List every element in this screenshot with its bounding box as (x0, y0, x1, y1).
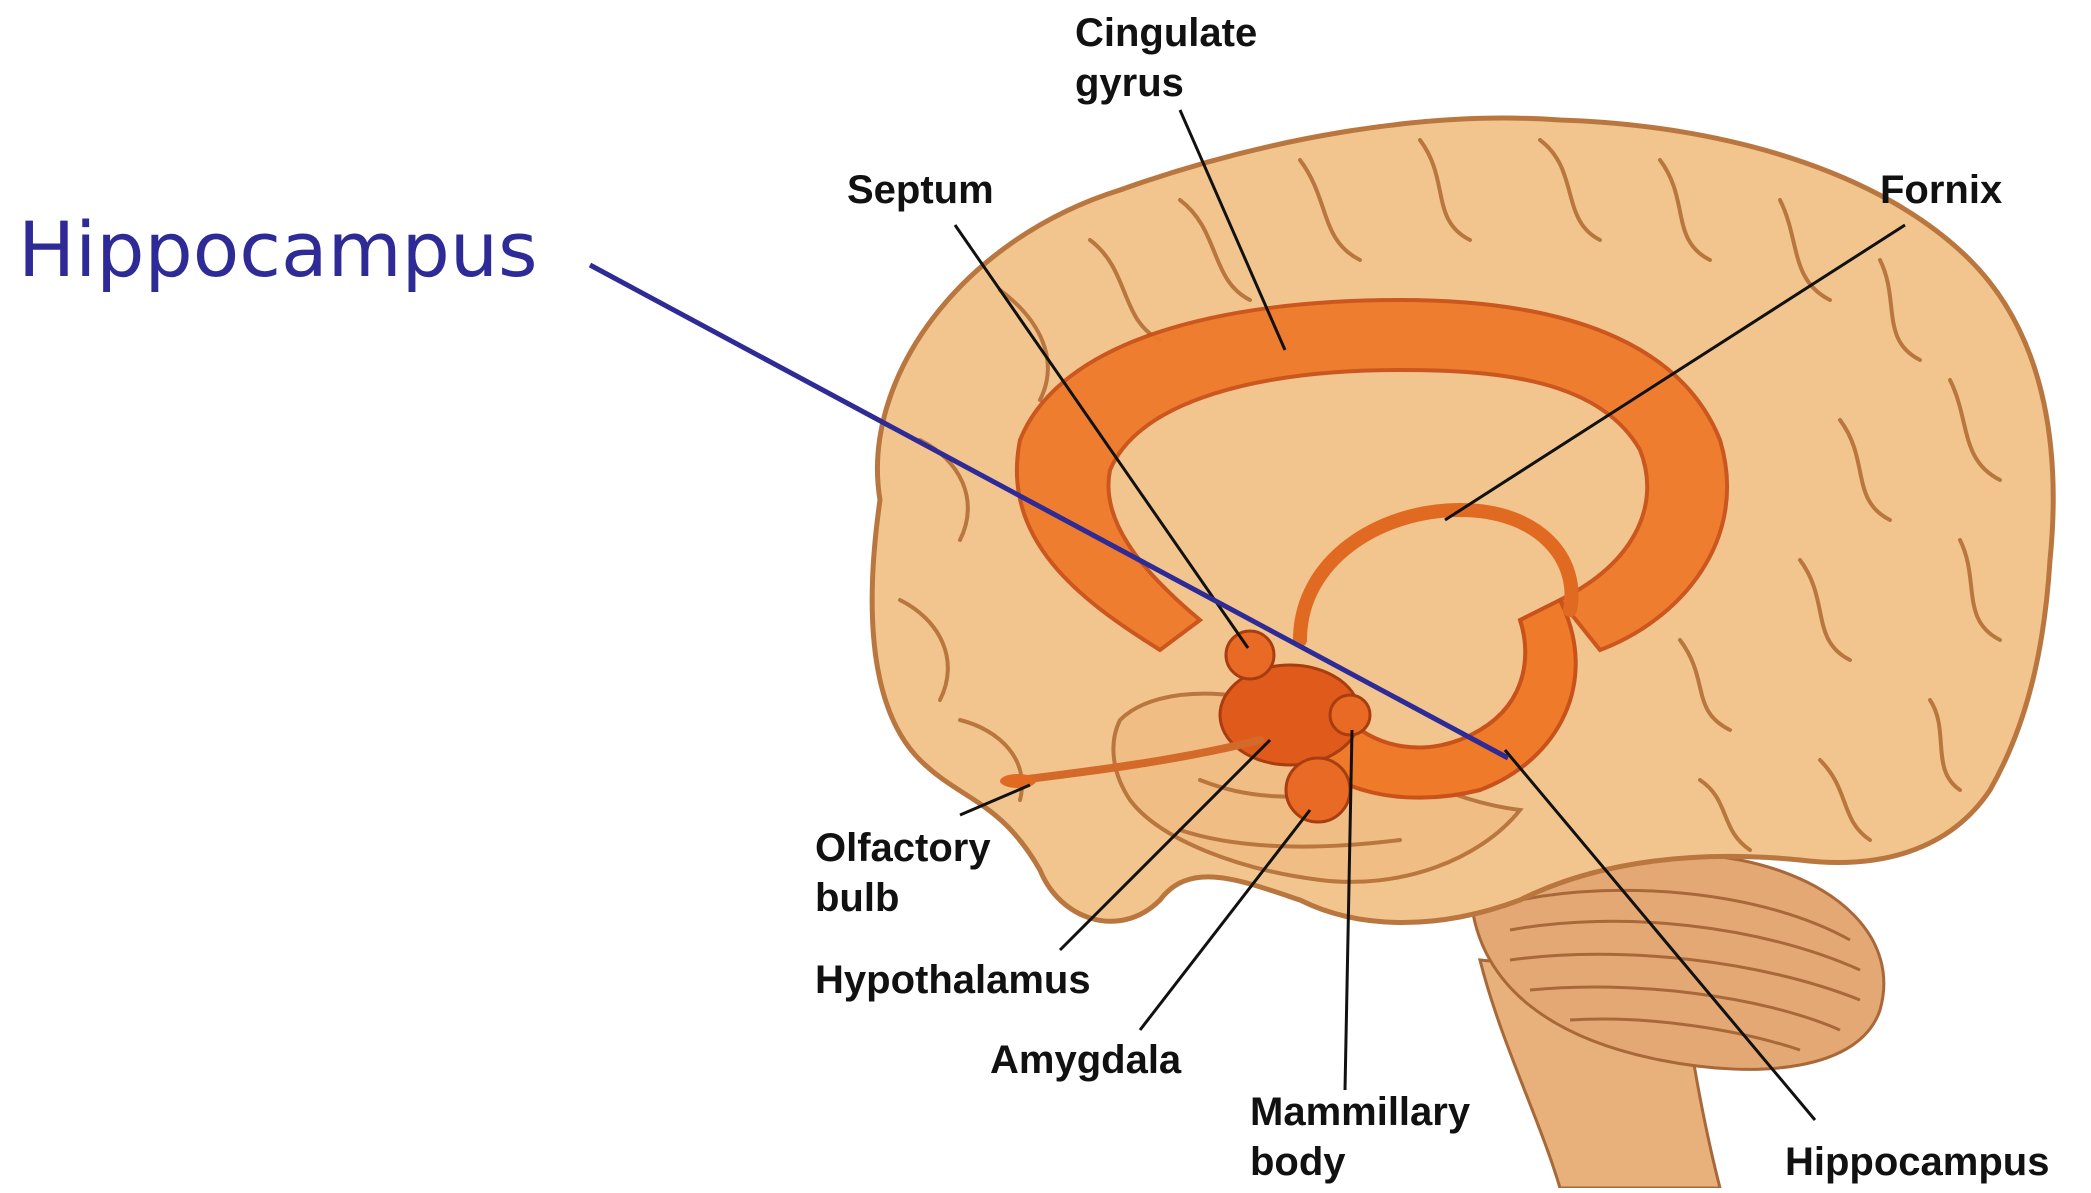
label-hypothalamus: Hypothalamus (815, 955, 1091, 1005)
label-amygdala: Amygdala (990, 1035, 1181, 1085)
mammillary-nucleus (1330, 695, 1370, 735)
label-olfactory-line1: Olfactory (815, 823, 991, 873)
label-hippocampus: Hippocampus (1785, 1137, 2049, 1187)
olfactory-bulb-shape (1000, 774, 1036, 788)
label-fornix: Fornix (1880, 165, 2002, 215)
label-olfactory-line2: bulb (815, 873, 899, 923)
callout-hippocampus: Hippocampus (18, 205, 538, 295)
label-mammillary-line1: Mammillary (1250, 1087, 1470, 1137)
label-cingulate-line2: gyrus (1075, 58, 1184, 108)
label-septum: Septum (847, 165, 994, 215)
septum-nucleus (1226, 631, 1274, 679)
amygdala-nucleus (1286, 758, 1350, 822)
label-mammillary-line2: body (1250, 1137, 1346, 1187)
label-cingulate-line1: Cingulate (1075, 8, 1257, 58)
